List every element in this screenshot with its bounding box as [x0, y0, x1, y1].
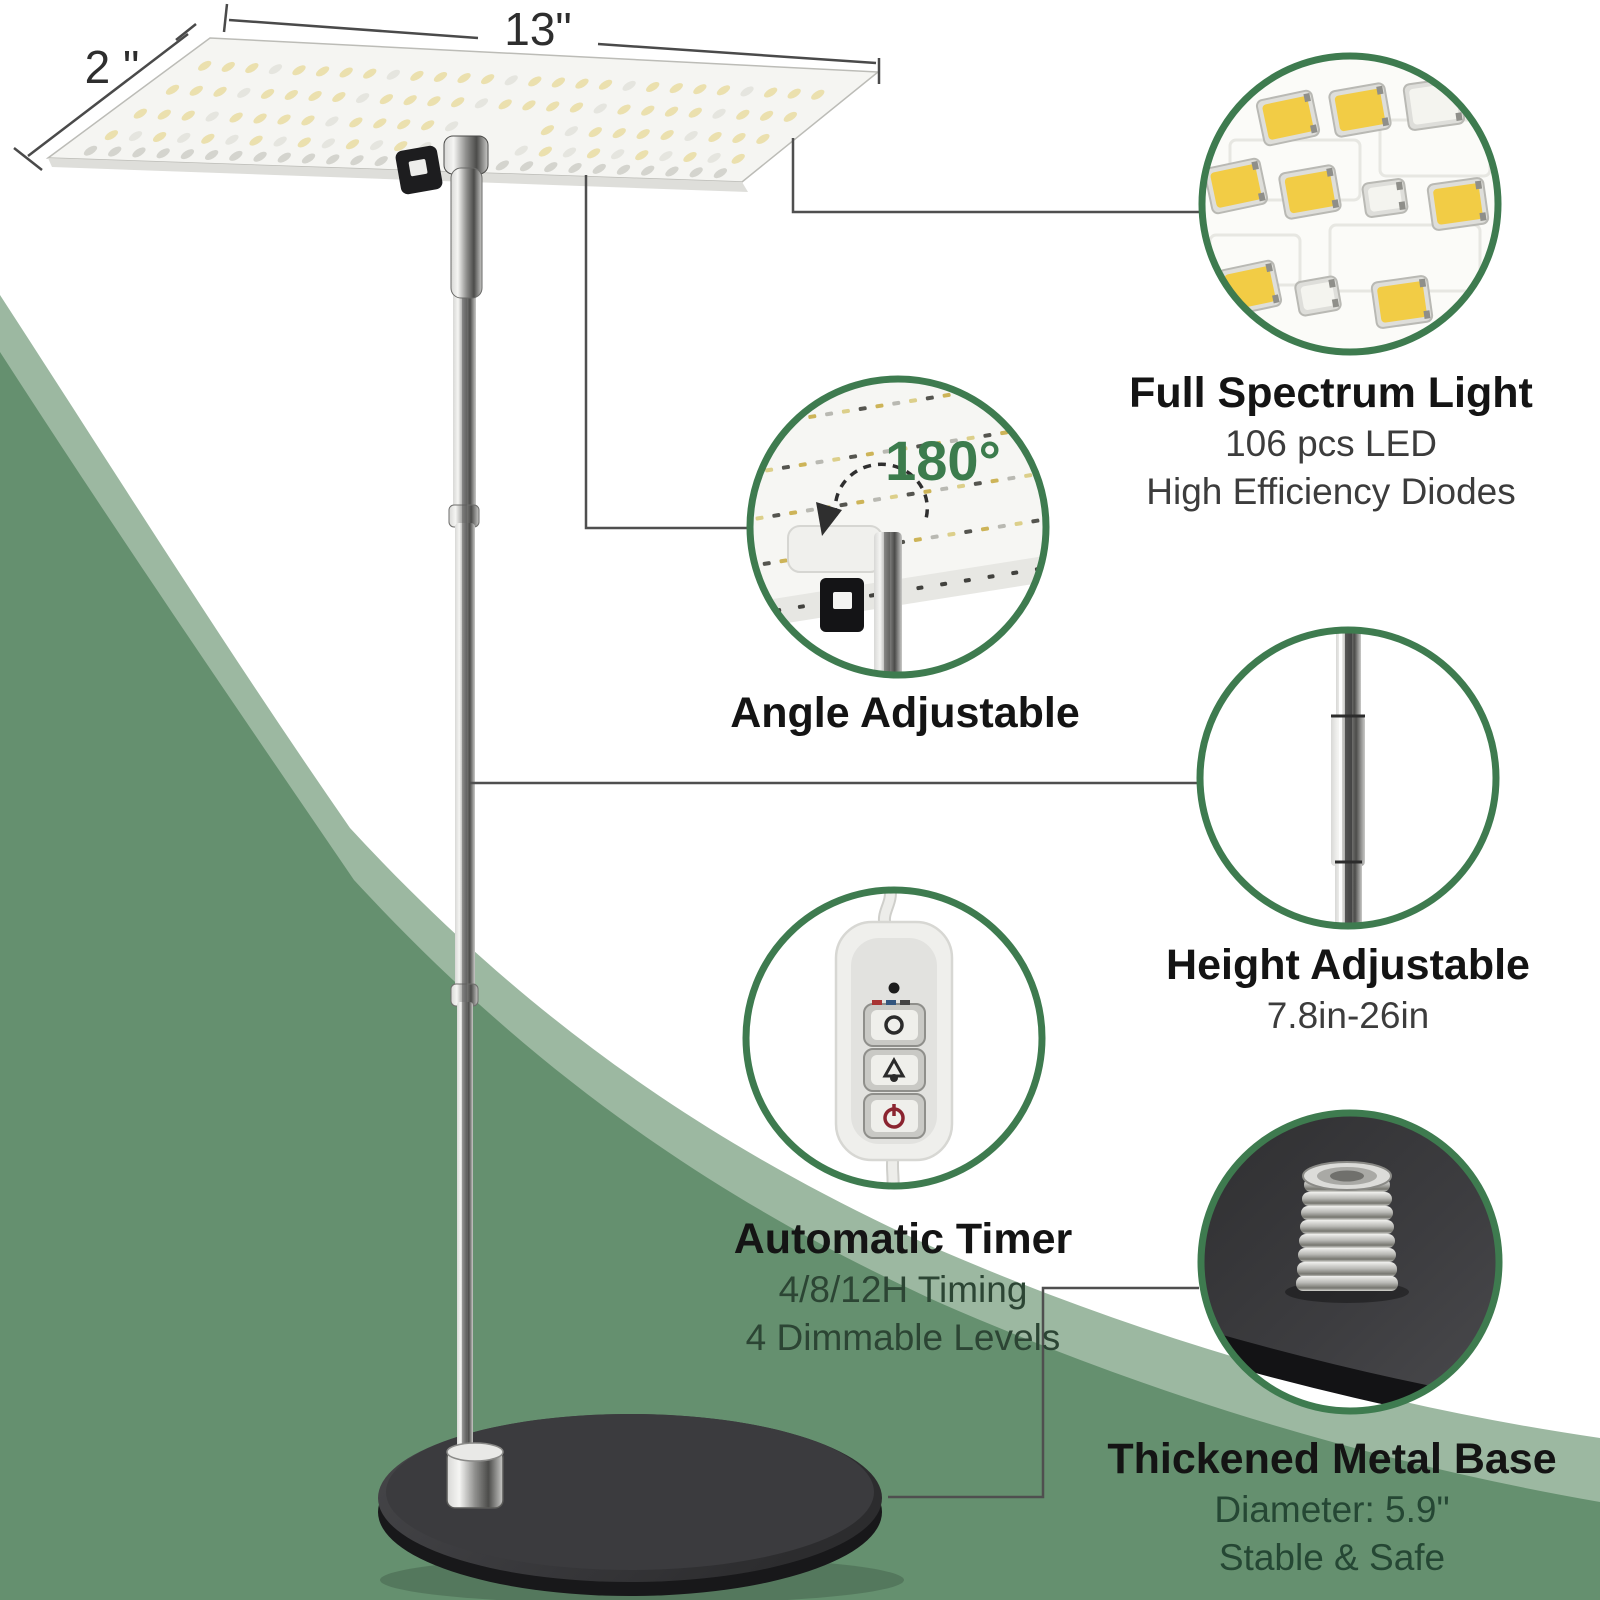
telescoping-pole: [1331, 630, 1365, 926]
green-swoosh-background: [0, 295, 1600, 1600]
feature-title: Height Adjustable: [1166, 941, 1530, 989]
base-screw-circle: [1197, 1109, 1503, 1415]
feature-line: 4/8/12H Timing: [778, 1268, 1028, 1310]
callout-lines: [470, 138, 1200, 1499]
angle-degree-badge: 180°: [885, 429, 1001, 492]
led-closeup-circle: [1198, 52, 1502, 356]
panel-hinge: [395, 135, 489, 299]
rotation-arrowhead: [816, 502, 842, 536]
height-adjust-circle: [1196, 626, 1500, 930]
panel-width-label: 13": [504, 3, 572, 55]
feature-full-spectrum: Full Spectrum Light 106 pcs LED High Eff…: [1070, 368, 1592, 516]
angle-adjust-circle: [746, 375, 1050, 679]
timer-circle: [742, 886, 1046, 1190]
feature-height: Height Adjustable 7.8in-26in: [1088, 940, 1600, 1040]
feature-line: Stable & Safe: [1218, 1536, 1446, 1578]
feature-title: Automatic Timer: [733, 1215, 1073, 1263]
dimmer-button-icon: [882, 1056, 906, 1082]
metal-base: [378, 1414, 904, 1600]
indicator-led: [888, 982, 900, 994]
hinge-bracket: [787, 525, 883, 573]
feature-angle: Angle Adjustable: [655, 688, 1155, 740]
feature-line: 7.8in-26in: [1266, 994, 1430, 1036]
feature-title: Thickened Metal Base: [1107, 1435, 1557, 1483]
feature-line: 4 Dimmable Levels: [745, 1316, 1061, 1358]
swoosh-main: [0, 352, 1600, 1600]
callout-line-angle: [584, 175, 748, 530]
stand-pole: [446, 285, 504, 1509]
timer-button-icon: [884, 1015, 904, 1035]
rotation-arc: [833, 462, 929, 523]
feature-timer: Automatic Timer 4/8/12H Timing 4 Dimmabl…: [653, 1214, 1153, 1362]
feature-title: Full Spectrum Light: [1129, 369, 1533, 417]
dimension-lines: [13, 3, 881, 171]
feature-line: Diameter: 5.9": [1214, 1488, 1450, 1530]
panel-depth-label: 2 ": [84, 41, 140, 93]
power-button-icon: [883, 1104, 905, 1129]
threaded-screw-stud: [1296, 1161, 1398, 1291]
feature-base: Thickened Metal Base Diameter: 5.9" Stab…: [1072, 1434, 1592, 1582]
feature-line: 106 pcs LED: [1225, 422, 1437, 464]
callout-line-base: [888, 1286, 1199, 1499]
led-panel: [45, 37, 880, 192]
callout-line-led: [791, 138, 1200, 214]
feature-title: Angle Adjustable: [730, 689, 1080, 737]
smd-led-chips: [1203, 77, 1490, 329]
feature-line: High Efficiency Diodes: [1146, 470, 1516, 512]
